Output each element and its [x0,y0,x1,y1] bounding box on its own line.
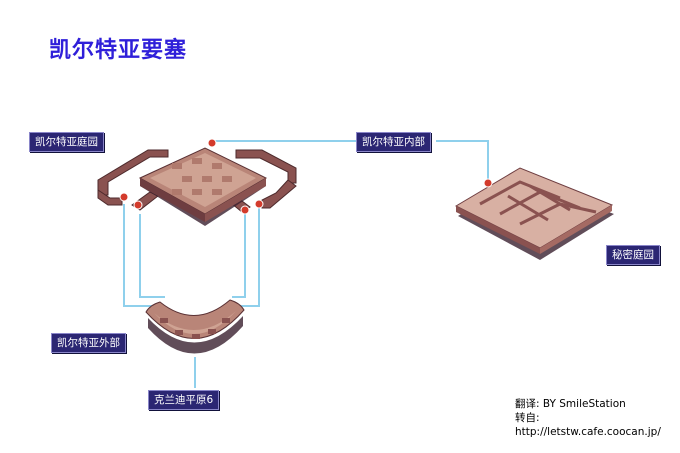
credits-block: 翻译: BY SmileStation 转自: http://letstw.ca… [515,397,680,439]
connector-left2-outer [139,214,165,298]
portal-marker [483,178,493,188]
connector-left-outer [123,204,160,307]
garden-fortress-map [97,138,297,226]
portal-marker [207,138,217,148]
portal-marker [133,200,143,210]
label-celtia-outer[interactable]: 凯尔特亚外部 [51,333,126,353]
portal-marker [119,192,129,202]
label-celtia-inner[interactable]: 凯尔特亚内部 [356,132,431,152]
credit-source: 转自: http://letstw.cafe.coocan.jp/ [515,412,661,438]
credit-translation: 翻译: BY SmileStation [515,398,626,410]
label-krandi-plains[interactable]: 克兰迪平原6 [148,390,220,410]
connector-inner-secret [436,140,489,182]
outer-area-map [145,299,245,354]
inner-area-map [454,167,614,260]
label-secret-garden[interactable]: 秘密庭园 [606,245,660,265]
label-celtia-garden[interactable]: 凯尔特亚庭园 [29,132,104,152]
portal-marker [254,199,264,209]
page-title: 凯尔特亚要塞 [49,38,188,63]
connector-right-outer [232,214,246,298]
portal-marker [240,205,250,215]
